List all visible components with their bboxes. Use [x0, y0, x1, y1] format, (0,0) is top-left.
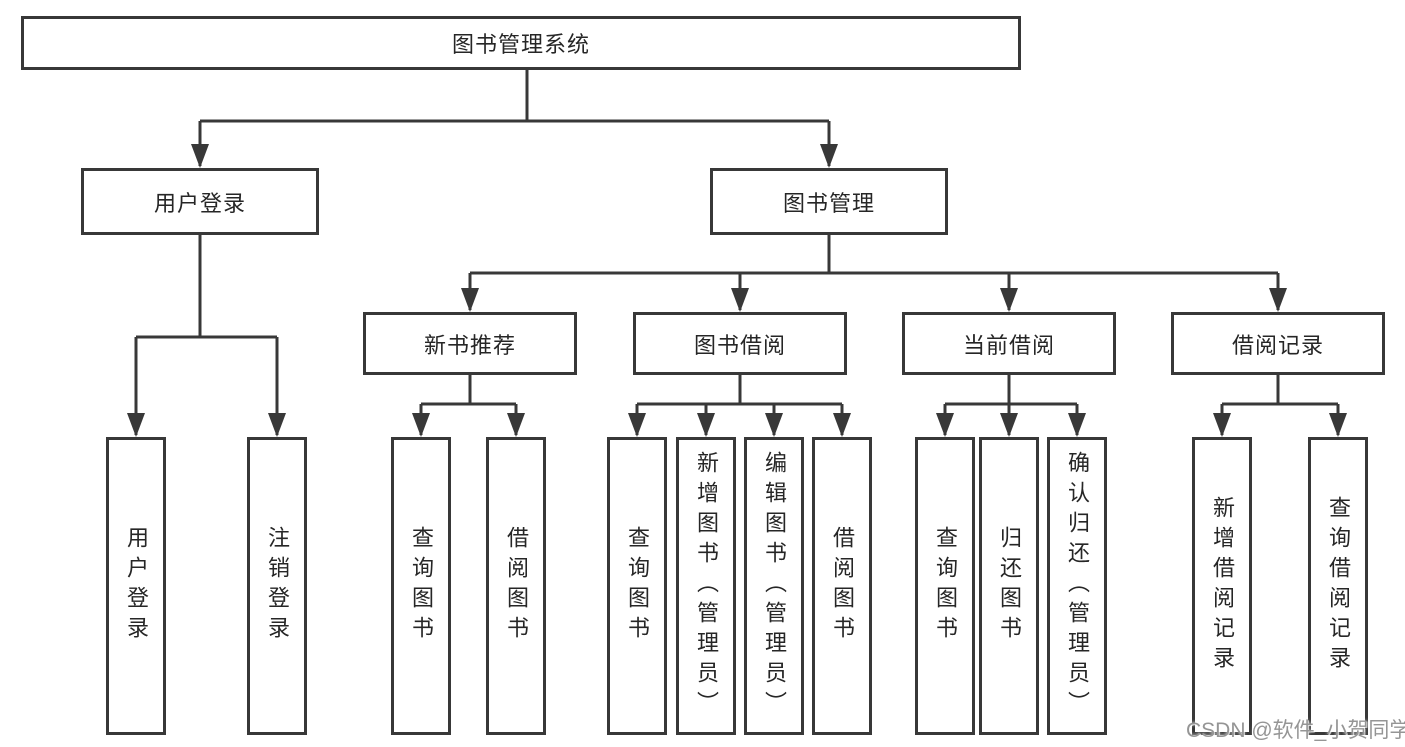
node-book-borrow-label: 图书借阅 [693, 332, 786, 358]
arrow-down-icon [1000, 413, 1018, 437]
node-root: 图书管理系统 [21, 16, 1021, 70]
leaf-recommend-query-books-label: 查询图书 [409, 526, 434, 646]
leaf-borrow-query-books: 查询图书 [607, 437, 667, 735]
arrow-down-icons [127, 144, 1347, 437]
leaf-current-return-books-label: 归还图书 [997, 526, 1022, 646]
leaf-borrow-add-books: 新增图书（管理员） [676, 437, 736, 735]
arrow-down-icon [127, 413, 145, 437]
leaf-recommend-borrow-books-label: 借阅图书 [504, 526, 529, 646]
leaf-logout-label: 注销登录 [265, 526, 290, 646]
csdn-watermark: CSDN @软件_小贺同学 [1186, 719, 1405, 742]
node-current-borrow-label: 当前借阅 [962, 332, 1055, 358]
leaf-current-query-books: 查询图书 [915, 437, 975, 735]
leaf-borrow-edit-books-label: 编辑图书（管理员） [762, 451, 787, 721]
leaf-recommend-query-books: 查询图书 [391, 437, 451, 735]
leaf-recommend-borrow-books: 借阅图书 [486, 437, 546, 735]
connector-user-login-children [134, 235, 279, 435]
connector-book-management-children [468, 235, 1280, 310]
leaf-current-return-books: 归还图书 [979, 437, 1039, 735]
connector-borrow-records-children [1220, 375, 1340, 435]
leaf-borrow-borrow-books: 借阅图书 [812, 437, 872, 735]
node-borrow-records: 借阅记录 [1171, 312, 1385, 375]
arrow-down-icon [1329, 413, 1347, 437]
node-user-login-label: 用户登录 [153, 190, 246, 216]
arrow-down-icon [507, 413, 525, 437]
arrow-down-icon [731, 288, 749, 312]
leaf-records-query-record-label: 查询借阅记录 [1326, 496, 1351, 676]
arrow-down-icon [412, 413, 430, 437]
leaf-user-login-label: 用户登录 [124, 526, 149, 646]
arrow-down-icon [1000, 288, 1018, 312]
node-book-borrow: 图书借阅 [633, 312, 847, 375]
node-new-book-recommend: 新书推荐 [363, 312, 577, 375]
arrow-down-icon [833, 413, 851, 437]
arrow-down-icon [1269, 288, 1287, 312]
leaf-records-add-record: 新增借阅记录 [1192, 437, 1252, 735]
arrow-down-icon [697, 413, 715, 437]
connector-new-book-recommend-children [419, 375, 518, 435]
leaf-borrow-edit-books: 编辑图书（管理员） [744, 437, 804, 735]
leaf-logout: 注销登录 [247, 437, 307, 735]
node-book-management-label: 图书管理 [782, 190, 875, 216]
leaf-user-login: 用户登录 [106, 437, 166, 735]
leaf-current-query-books-label: 查询图书 [933, 526, 958, 646]
connector-book-borrow-children [635, 375, 844, 435]
node-book-management: 图书管理 [710, 168, 948, 235]
node-current-borrow: 当前借阅 [902, 312, 1116, 375]
node-borrow-records-label: 借阅记录 [1231, 332, 1324, 358]
leaf-records-add-record-label: 新增借阅记录 [1210, 496, 1235, 676]
arrow-down-icon [461, 288, 479, 312]
leaf-borrow-query-books-label: 查询图书 [625, 526, 650, 646]
connector-root-to-level2 [198, 70, 831, 166]
arrow-down-icon [820, 144, 838, 168]
arrow-down-icon [191, 144, 209, 168]
arrow-down-icon [628, 413, 646, 437]
arrow-down-icon [268, 413, 286, 437]
leaf-borrow-borrow-books-label: 借阅图书 [830, 526, 855, 646]
node-user-login: 用户登录 [81, 168, 319, 235]
leaf-current-confirm-return: 确认归还（管理员） [1047, 437, 1107, 735]
arrow-down-icon [1213, 413, 1231, 437]
node-root-label: 图书管理系统 [451, 32, 590, 57]
arrow-down-icon [1068, 413, 1086, 437]
arrow-down-icon [765, 413, 783, 437]
leaf-borrow-add-books-label: 新增图书（管理员） [694, 451, 719, 721]
arrow-down-icon [936, 413, 954, 437]
leaf-records-query-record: 查询借阅记录 [1308, 437, 1368, 735]
node-new-book-recommend-label: 新书推荐 [423, 332, 516, 358]
leaf-current-confirm-return-label: 确认归还（管理员） [1065, 451, 1090, 721]
